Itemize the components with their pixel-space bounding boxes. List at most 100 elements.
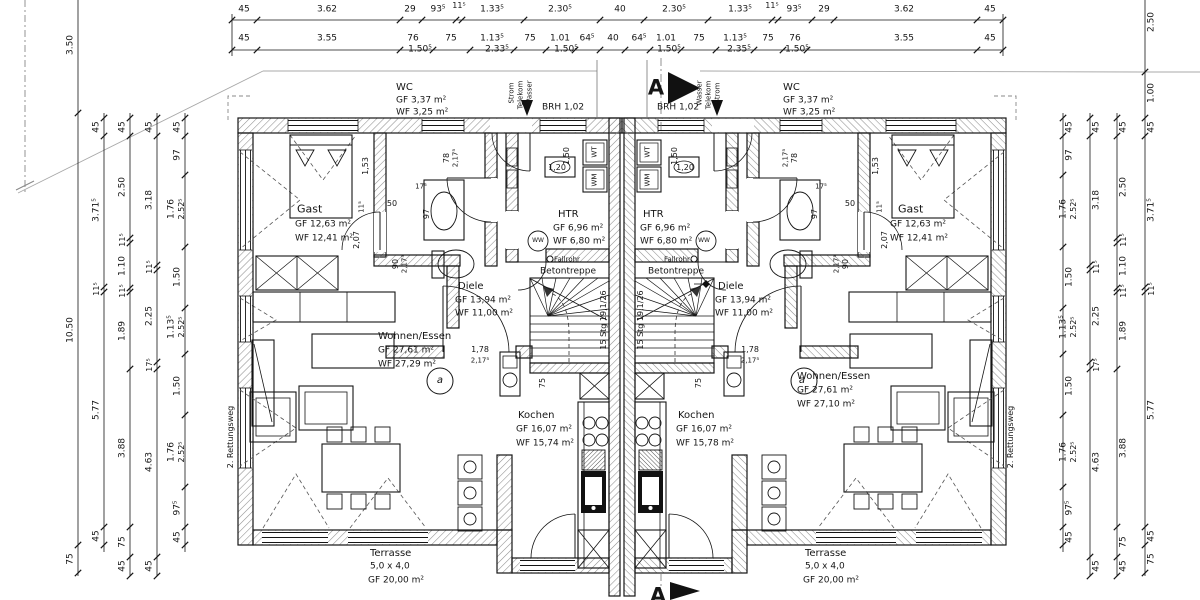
left-dim-chains-27: 2.52⁵ — [176, 198, 186, 220]
left-dim-chains-35: 45 — [172, 531, 183, 543]
left-dim-chains-33: 2.52⁵ — [176, 441, 186, 463]
room-diele-left-name: Diele — [458, 280, 484, 292]
interior-dims-11: 1,50 — [561, 147, 571, 165]
interior-dims-2: 2,07 — [351, 231, 361, 249]
top-dim-row-1-13: 3.62 — [893, 4, 915, 15]
top-dim-row-2-13: 75 — [762, 33, 774, 44]
room-labels-2: WF 3,25 m² — [396, 107, 449, 118]
htr-appliances — [506, 139, 608, 263]
top-dim-row-2-5: 75 — [524, 33, 536, 44]
stair-steps-left: 15 Stg 19,1/26 — [598, 290, 608, 350]
room-labels-16: GF 6,96 m² — [640, 223, 691, 234]
top-dim-row-1-9: 1.33⁵ — [728, 4, 752, 15]
room-labels-13: GF 6,96 m² — [553, 223, 604, 234]
left-dim-chains-8: 45 — [117, 121, 128, 133]
utility-telekom-right: Telekom — [704, 80, 713, 110]
left-dim-chains-30: 2.52⁵ — [176, 316, 186, 338]
room-terrasse-left-name: Terrasse — [370, 547, 412, 559]
right-dim-chains-18: 45 — [1091, 560, 1102, 572]
dimension-lines — [74, 0, 1149, 580]
left-dim-chains-11: 1.10 — [117, 255, 128, 277]
right-dim-chains-8: 1.76 — [1058, 441, 1069, 463]
interior-dims-24: 2,17⁵ — [832, 254, 841, 274]
right-dim-chains-1: 97 — [1064, 149, 1075, 161]
room-htr-left-name: HTR — [558, 208, 579, 220]
right-dim-chains-24: 1.89 — [1118, 320, 1129, 342]
room-labels-35: WF 15,78 m² — [676, 438, 734, 449]
top-dim-row-2-sub-5: 1.50⁵ — [785, 44, 809, 55]
interior-dims-7: 2,17⁵ — [451, 148, 460, 168]
room-labels-23: WF 11,00 m² — [715, 308, 773, 319]
interior-dims-1: 11⁵ — [357, 201, 366, 213]
room-kochen-right-name: Kochen — [678, 409, 715, 421]
stair-label-left: Betontreppe — [540, 266, 596, 277]
interior-dims-28: 2,17⁵ — [740, 356, 760, 365]
top-dim-row-2-14: 76 — [789, 33, 801, 44]
room-labels-7: GF 12,63 m² — [295, 219, 352, 230]
unit-left-drawing — [237, 60, 623, 597]
right-dim-chains-34: 45 — [1146, 530, 1157, 542]
left-dim-chains-23: 45 — [144, 560, 155, 572]
top-dim-row-1-0: 45 — [238, 4, 250, 15]
right-dim-chains-7: 1.50 — [1064, 375, 1075, 397]
room-wc-left-name: WC — [396, 81, 413, 93]
top-dim-row-1-12: 29 — [818, 4, 830, 15]
right-dim-chains-0: 45 — [1064, 121, 1075, 133]
top-dim-row-1-5: 1.33⁵ — [480, 4, 504, 15]
right-dim-chains-32: 11⁵ — [1146, 282, 1156, 296]
right-dim-chains-14: 11⁵ — [1091, 260, 1101, 274]
top-dim-row-1-10: 11⁵ — [765, 0, 779, 10]
right-dim-chains-21: 11⁵ — [1118, 233, 1128, 247]
right-dim-chains-22: 1.10 — [1118, 255, 1129, 277]
downpipe-label-right: Fallrohr — [664, 255, 690, 264]
interior-dims-13: 2,17⁵ — [470, 356, 490, 365]
top-dim-row-2-sub-2: 1.50⁵ — [554, 44, 578, 55]
interior-dims-9: 2,17⁵ — [400, 254, 409, 274]
interior-dims-14: 75 — [537, 377, 547, 389]
top-dim-row-2-0: 45 — [238, 33, 250, 44]
left-dim-chains-10: 11⁵ — [117, 233, 127, 247]
interior-dims-22: 2,17⁵ — [781, 148, 790, 168]
parapet-height-left: BRH 1,02 — [541, 102, 585, 113]
dining-table-chairs — [321, 426, 401, 510]
downpipe-label-left: Fallrohr — [554, 255, 580, 264]
utility-wasser-left: Wasser — [525, 80, 534, 106]
room-labels-14: WF 6,80 m² — [553, 236, 606, 247]
interior-dims-4: 17⁵ — [415, 182, 427, 191]
bed-gast — [289, 134, 353, 219]
room-wc-right-name: WC — [783, 81, 800, 93]
right-dim-chains-15: 2.25 — [1091, 305, 1102, 327]
right-dim-chains-6: 2.52⁵ — [1068, 316, 1078, 338]
room-kochen-left-name: Kochen — [518, 409, 555, 421]
right-dim-chains-12: 45 — [1091, 121, 1102, 133]
room-terrasse-right-name: Terrasse — [805, 547, 847, 559]
top-dim-row-1-4: 11⁵ — [452, 0, 466, 10]
right-dim-chains-27: 45 — [1118, 560, 1129, 572]
interior-dims-27: 1,78 — [741, 344, 759, 354]
right-dim-chains-20: 2.50 — [1118, 176, 1129, 198]
left-dim-chains-26: 1.76 — [166, 198, 177, 220]
right-dim-chains-3: 2.52⁵ — [1068, 198, 1078, 220]
left-dim-chains-18: 3.18 — [144, 189, 155, 211]
top-dim-row-1-11: 93⁵ — [786, 4, 802, 15]
staircase — [529, 277, 610, 364]
top-dim-row-2-sub-0: 1.50⁵ — [408, 44, 432, 55]
room-wohnen-right-name: Wohnen/Essen — [797, 370, 871, 382]
left-dim-chains-16: 45 — [117, 560, 128, 572]
left-dim-chains-28: 1.50 — [172, 266, 183, 288]
interior-dims-6: 78 — [441, 152, 451, 164]
left-dim-chains-2: 75 — [65, 553, 76, 565]
appliance-wt-right: WT — [643, 146, 652, 158]
left-dim-chains-7: 45 — [91, 530, 102, 542]
left-dim-chains-22: 4.63 — [144, 451, 155, 473]
kitchen-counter — [577, 372, 610, 569]
detail-marker-a-right: a — [798, 374, 806, 386]
right-dim-chains-4: 1.50 — [1064, 266, 1075, 288]
right-dim-chains-35: 75 — [1146, 553, 1157, 565]
left-dim-chains-13: 1.89 — [117, 320, 128, 342]
room-labels-31: GF 16,07 m² — [516, 424, 573, 435]
top-dim-row-2-12: 1.13⁵ — [723, 33, 747, 44]
appliance-wm-right: WM — [643, 173, 652, 187]
